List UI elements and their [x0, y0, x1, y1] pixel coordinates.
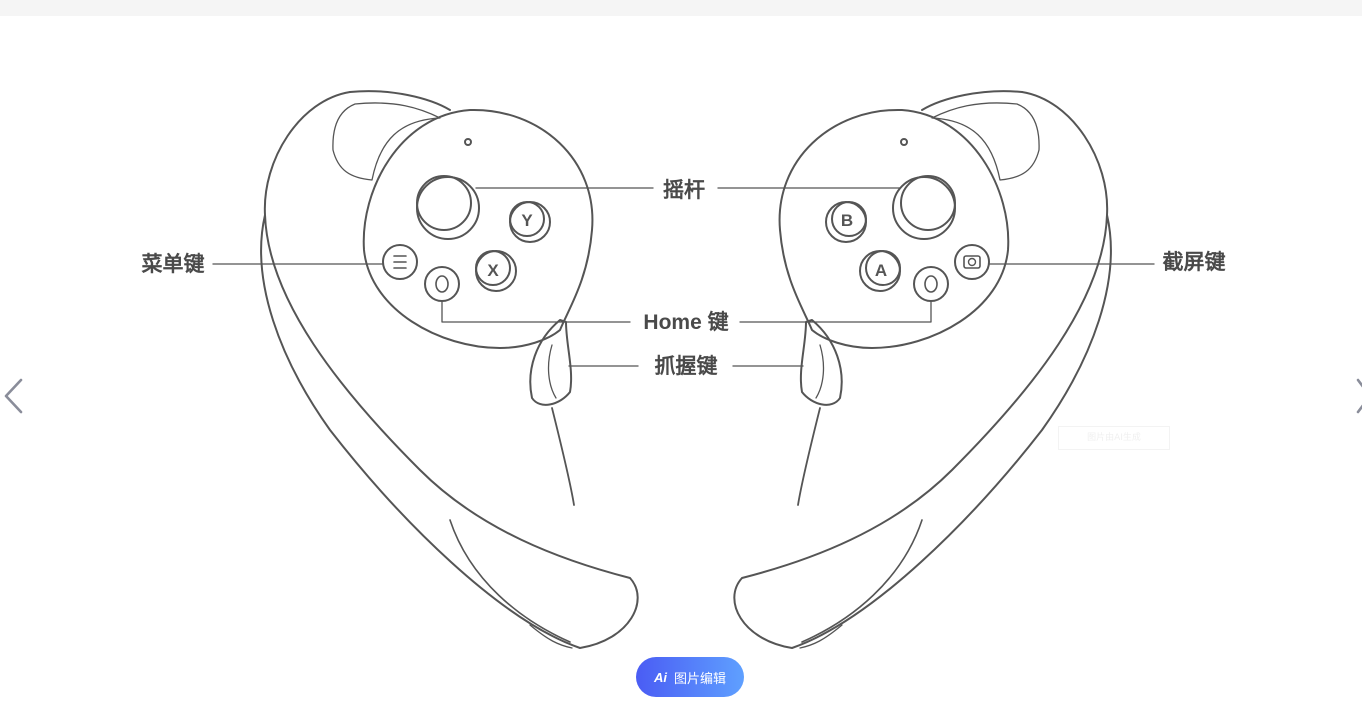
top-strip: [0, 0, 1362, 16]
screenshot-key-label: 截屏键: [1163, 250, 1226, 274]
ai-icon: Ai: [653, 669, 667, 685]
chevron-right-icon: [1356, 378, 1362, 414]
chevron-left-icon: [4, 378, 23, 414]
home-key-label: Home 键: [643, 310, 728, 334]
b-button-label: B: [841, 211, 853, 230]
left-controller: [260, 90, 639, 649]
right-controller: [733, 90, 1112, 649]
ai-watermark: 图片由AI生成: [1058, 426, 1170, 450]
grip-key-label: 抓握键: [655, 354, 718, 378]
joystick-label: 摇杆: [663, 178, 705, 202]
x-button-label: X: [487, 261, 499, 280]
y-button-label: Y: [521, 211, 533, 230]
ai-image-edit-label: 图片编辑: [673, 671, 726, 687]
ai-image-edit-button[interactable]: Ai 图片编辑: [636, 657, 744, 697]
leader-lines: [212, 187, 1155, 367]
menu-key-label: 菜单键: [141, 252, 205, 276]
next-image-button[interactable]: [1350, 372, 1362, 420]
a-button-label: A: [875, 261, 887, 280]
previous-image-button[interactable]: [0, 372, 30, 420]
